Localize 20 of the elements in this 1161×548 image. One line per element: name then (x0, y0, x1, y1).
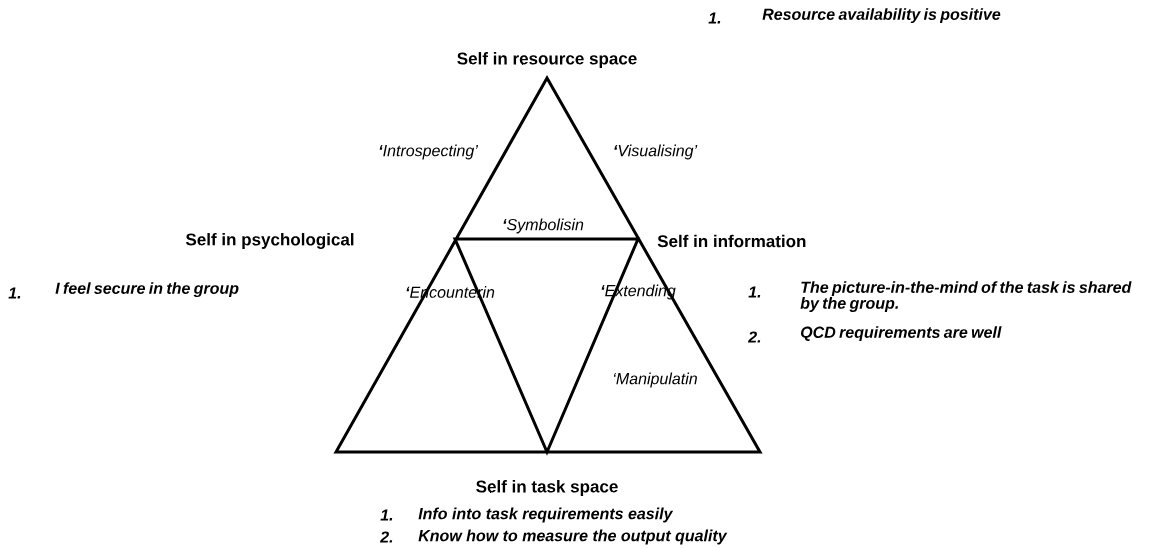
list-number: 2. (747, 331, 761, 343)
process-label: ‘Manipulatin (613, 372, 697, 388)
process-label: ‘Introspecting’ (379, 144, 478, 160)
vertex-label: Self in psychological (185, 233, 354, 249)
list-item: The picture-in-the-mind of the task is shared by the group. (800, 281, 1132, 313)
list-item: Resource availability is positive (762, 8, 1001, 24)
list-item: Know how to measure the output quality (418, 529, 728, 545)
list-item: I feel secure in the group (55, 282, 239, 298)
list-item: QCD requirements are well (801, 326, 1002, 342)
list-number: 1. (708, 12, 721, 24)
vertex-label: Self in resource space (457, 52, 637, 68)
vertex-label: Self in information (657, 234, 806, 248)
list-number: 1. (8, 287, 21, 299)
vertex-label: Self in task space (476, 480, 618, 496)
process-label: ‘Visualising’ (614, 144, 698, 160)
list-item: Info into task requirements easily (418, 507, 674, 523)
process-label: ‘Symbolisin (503, 218, 584, 234)
list-number: 2. (379, 531, 393, 543)
list-number: 1. (748, 286, 761, 298)
list-number: 1. (380, 509, 393, 521)
